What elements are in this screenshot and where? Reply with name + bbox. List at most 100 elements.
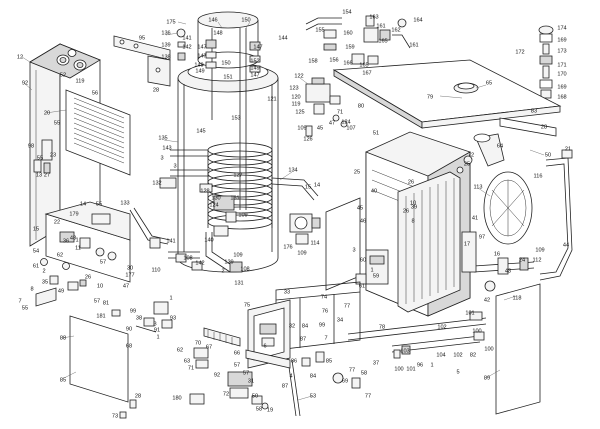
part-callout-39: 39 — [411, 204, 417, 210]
part-callout-147: 147 — [197, 53, 206, 59]
tank-lower-pipes — [129, 207, 243, 273]
leader-lines — [21, 21, 545, 401]
part-callout-109: 109 — [297, 250, 306, 256]
part-callout-27: 27 — [44, 172, 50, 178]
part-callout-50: 50 — [545, 152, 551, 158]
part-callout-72: 72 — [468, 152, 474, 158]
part-callout-132: 132 — [152, 180, 161, 186]
part-callout-72: 72 — [223, 391, 229, 397]
part-callout-81: 81 — [103, 300, 109, 306]
part-callout-34: 34 — [337, 317, 343, 323]
part-callout-87: 87 — [282, 383, 288, 389]
part-callout-173: 173 — [557, 48, 566, 54]
top-mounting-bracket — [113, 35, 171, 87]
control-knobs — [56, 49, 87, 71]
part-callout-175: 175 — [166, 19, 175, 25]
part-callout-55: 55 — [54, 120, 60, 126]
right-supply-pipe — [539, 149, 573, 281]
part-callout-99: 99 — [319, 322, 325, 328]
part-callout-14: 14 — [314, 182, 320, 188]
part-callout-7: 7 — [324, 335, 327, 341]
terminal-strip — [203, 327, 291, 369]
top-pipe-union — [305, 17, 342, 51]
part-callout-162: 162 — [391, 27, 400, 33]
part-callout-156: 156 — [329, 57, 338, 63]
part-callout-71: 71 — [188, 365, 194, 371]
part-callout-100: 100 — [394, 366, 403, 372]
part-callout-159: 159 — [345, 44, 354, 50]
part-callout-131: 131 — [234, 280, 243, 286]
part-callout-75: 75 — [244, 302, 250, 308]
part-callout-149: 149 — [250, 65, 259, 71]
safety-valve — [351, 15, 411, 65]
part-callout-135: 135 — [158, 135, 167, 141]
part-callout-71: 71 — [337, 109, 343, 115]
part-callout-62: 62 — [177, 347, 183, 353]
part-callout-181: 181 — [96, 313, 105, 319]
part-callout-147: 147 — [197, 44, 206, 50]
part-callout-80: 80 — [358, 103, 364, 109]
part-callout-174: 174 — [557, 25, 566, 31]
tank-outlet-pipe — [271, 177, 319, 201]
part-callout-100: 100 — [472, 328, 481, 334]
part-callout-53: 53 — [310, 393, 316, 399]
part-callout-15: 15 — [33, 226, 39, 232]
tank-inlet-pipes — [159, 149, 237, 237]
lower-right-fittings — [461, 231, 535, 292]
part-callout-68: 68 — [126, 343, 132, 349]
base-rail-assembly — [347, 311, 487, 359]
part-callout-136: 136 — [161, 30, 170, 36]
part-callout-114: 114 — [311, 240, 320, 246]
part-callout-116: 116 — [534, 173, 543, 179]
part-callout-26: 26 — [85, 274, 91, 280]
part-callout-101: 101 — [465, 310, 474, 316]
part-callout-1: 1 — [75, 237, 78, 243]
part-callout-31: 31 — [248, 378, 254, 384]
part-callout-8: 8 — [411, 218, 414, 224]
part-callout-73: 73 — [112, 413, 118, 419]
part-callout-180: 180 — [172, 395, 181, 401]
heat-exchanger-block — [397, 171, 461, 313]
insulation-panel — [325, 197, 361, 291]
part-callout-85: 85 — [326, 358, 332, 364]
part-callout-37: 37 — [373, 360, 379, 366]
part-callout-150: 150 — [241, 17, 250, 23]
part-callout-64: 64 — [497, 143, 503, 149]
part-callout-23: 23 — [50, 152, 56, 158]
part-callout-41: 41 — [472, 215, 478, 221]
part-callout-56: 56 — [92, 90, 98, 96]
part-callout-109: 109 — [297, 125, 306, 131]
part-callout-1: 1 — [156, 334, 159, 340]
part-callout-7: 7 — [18, 298, 21, 304]
part-callout-83: 83 — [531, 108, 537, 114]
part-callout-17: 17 — [464, 241, 470, 247]
part-callout-149: 149 — [195, 68, 204, 74]
part-callout-119: 119 — [76, 78, 85, 84]
part-callout-146: 146 — [208, 17, 217, 23]
part-callout-3: 3 — [160, 155, 163, 161]
pressure-relief-valve-stack — [538, 25, 554, 99]
part-callout-57: 57 — [243, 370, 249, 376]
part-callout-22: 22 — [54, 219, 60, 225]
part-callout-119: 119 — [292, 101, 301, 107]
part-callout-97: 97 — [479, 234, 485, 240]
part-callout-108: 108 — [240, 266, 249, 272]
part-callout-25: 25 — [354, 169, 360, 175]
part-callout-169: 169 — [557, 37, 566, 43]
part-callout-170: 170 — [557, 71, 566, 77]
combustion-fan — [483, 171, 533, 245]
part-callout-127: 127 — [233, 172, 242, 178]
part-callout-47: 47 — [123, 283, 129, 289]
part-callout-45: 45 — [357, 205, 363, 211]
part-callout-143: 143 — [162, 145, 171, 151]
part-callout-13: 13 — [36, 172, 42, 178]
control-electronics-box — [247, 299, 291, 369]
part-callout-141: 141 — [166, 238, 175, 244]
part-callout-150: 150 — [221, 60, 230, 66]
part-callout-42: 42 — [484, 297, 490, 303]
part-callout-3: 3 — [173, 163, 176, 169]
part-callout-102: 102 — [437, 324, 446, 330]
part-callout-30: 30 — [127, 265, 133, 271]
part-callout-138: 138 — [161, 54, 170, 60]
part-callout-95: 95 — [139, 35, 145, 41]
